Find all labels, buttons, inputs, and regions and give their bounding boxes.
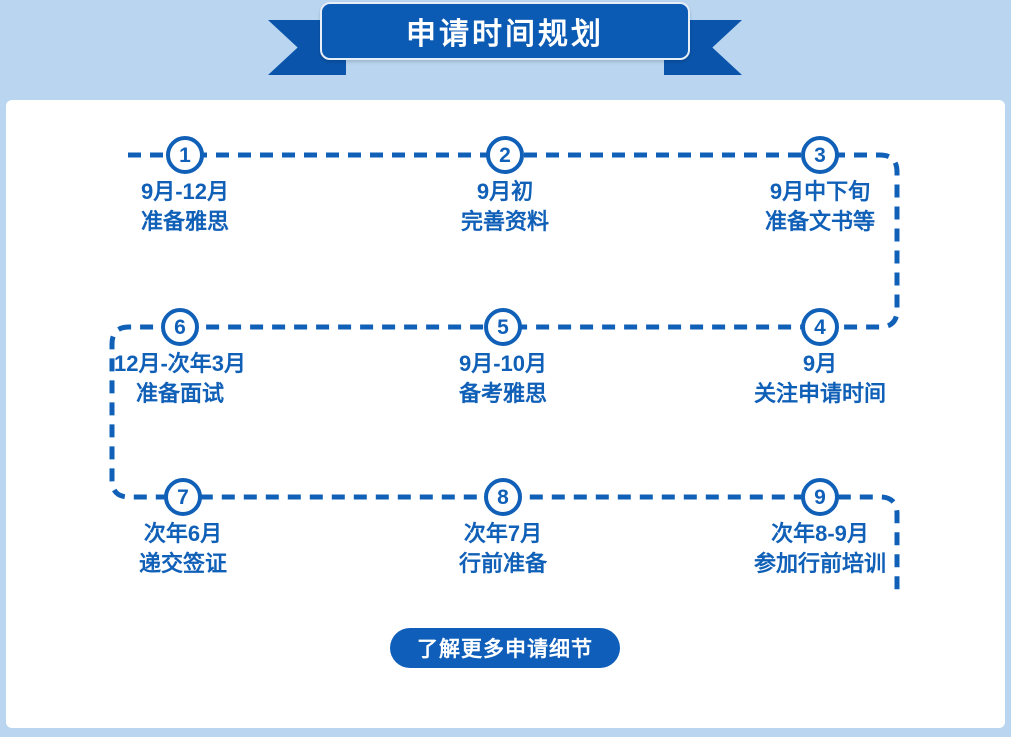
step-task: 准备文书等 bbox=[764, 209, 875, 234]
step-task: 准备面试 bbox=[135, 381, 224, 406]
step-number: 4 bbox=[814, 315, 826, 339]
step-number-badge: 5 bbox=[484, 308, 522, 346]
step-date: 12月-次年3月 bbox=[113, 351, 247, 376]
step-task: 行前准备 bbox=[458, 551, 547, 576]
step-number-badge: 8 bbox=[484, 478, 522, 516]
step-number-badge: 4 bbox=[801, 308, 839, 346]
step-date: 9月初 bbox=[476, 179, 534, 204]
step-number: 5 bbox=[497, 315, 509, 339]
timeline-step: 7 次年6月 递交签证 bbox=[63, 478, 303, 579]
banner-plate: 申请时间规划 bbox=[320, 2, 690, 60]
step-number-badge: 6 bbox=[161, 308, 199, 346]
step-task: 关注申请时间 bbox=[753, 381, 886, 406]
step-date: 9月-12月 bbox=[140, 179, 230, 204]
step-date: 次年7月 bbox=[463, 521, 543, 546]
step-number: 1 bbox=[179, 143, 191, 167]
step-number-badge: 9 bbox=[801, 478, 839, 516]
step-task: 参加行前培训 bbox=[753, 551, 886, 576]
timeline-step: 1 9月-12月 准备雅思 bbox=[65, 136, 305, 237]
step-number-badge: 2 bbox=[486, 136, 524, 174]
step-date: 次年8-9月 bbox=[771, 521, 869, 546]
title-banner: 申请时间规划 bbox=[268, 0, 742, 80]
step-date: 9月中下旬 bbox=[769, 179, 871, 204]
timeline-step: 8 次年7月 行前准备 bbox=[383, 478, 623, 579]
step-number-badge: 3 bbox=[801, 136, 839, 174]
timeline-step: 2 9月初 完善资料 bbox=[385, 136, 625, 237]
step-task: 备考雅思 bbox=[458, 381, 547, 406]
step-number: 3 bbox=[814, 143, 826, 167]
timeline-step: 5 9月-10月 备考雅思 bbox=[383, 308, 623, 409]
step-date: 次年6月 bbox=[143, 521, 223, 546]
page-title: 申请时间规划 bbox=[406, 18, 604, 51]
step-task: 准备雅思 bbox=[140, 209, 229, 234]
timeline-step: 4 9月 关注申请时间 bbox=[700, 308, 940, 409]
step-number: 7 bbox=[177, 485, 189, 509]
step-date: 9月 bbox=[802, 351, 838, 376]
step-number: 2 bbox=[499, 143, 511, 167]
step-number-badge: 1 bbox=[166, 136, 204, 174]
step-date: 9月-10月 bbox=[458, 351, 548, 376]
timeline-step: 6 12月-次年3月 准备面试 bbox=[60, 308, 300, 409]
content-card bbox=[6, 100, 1005, 728]
step-number-badge: 7 bbox=[164, 478, 202, 516]
learn-more-button[interactable]: 了解更多申请细节 bbox=[390, 628, 620, 668]
step-task: 递交签证 bbox=[138, 551, 227, 576]
step-task: 完善资料 bbox=[460, 209, 549, 234]
step-number: 6 bbox=[174, 315, 186, 339]
timeline-step: 9 次年8-9月 参加行前培训 bbox=[700, 478, 940, 579]
timeline-step: 3 9月中下旬 准备文书等 bbox=[700, 136, 940, 237]
step-number: 9 bbox=[814, 485, 826, 509]
step-number: 8 bbox=[497, 485, 509, 509]
